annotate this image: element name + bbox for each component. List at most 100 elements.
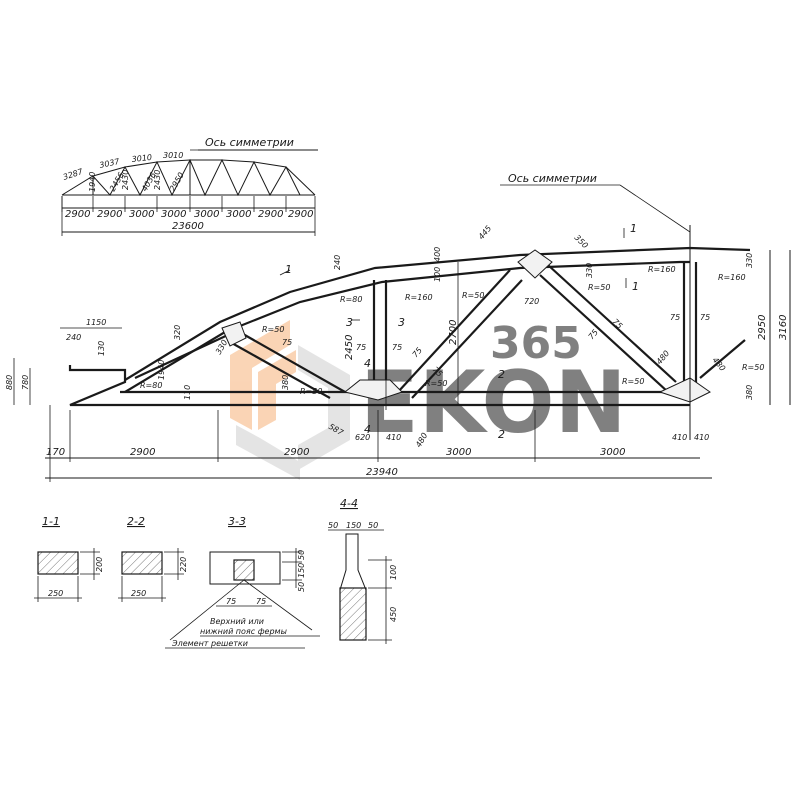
section-title: 3-3 xyxy=(228,515,246,528)
misc-dim: 1940 xyxy=(157,360,166,380)
scheme-top-dim: 3037 xyxy=(99,157,122,170)
misc-dim: 75 xyxy=(700,313,710,322)
misc-dim: 380 xyxy=(745,385,754,400)
scheme-top-dim: 3010 xyxy=(163,151,183,160)
truss-main: 1 3 3 4 4 2 2 1 1 Ось симметрии R=80 R=5… xyxy=(5,172,791,482)
radius-label: R=50 xyxy=(622,377,644,386)
section-1-1: 1-1 200 250 xyxy=(34,515,104,602)
scheme-bay-dim: 3000 xyxy=(161,209,186,220)
misc-dim: 720 xyxy=(524,297,539,306)
section-dim: 150 xyxy=(297,563,306,578)
section-dim: 50 xyxy=(328,521,338,530)
section-mark: 1 xyxy=(632,280,639,293)
scheme-inner-dim: 2950 xyxy=(168,171,186,193)
scheme-inner-dim: 2430 xyxy=(153,170,162,190)
section-mark: 4 xyxy=(364,357,371,370)
scheme-bay-dim: 2900 xyxy=(288,209,313,220)
section-dim: 50 xyxy=(297,582,306,592)
misc-dim: 445 xyxy=(477,224,494,241)
section-dim: 200 xyxy=(95,557,104,572)
misc-dim: 320 xyxy=(173,325,182,340)
misc-dim: 410 xyxy=(672,433,687,442)
bottom-dim: 3000 xyxy=(600,447,625,458)
section-title: 2-2 xyxy=(127,515,145,528)
scheme-inner-dim: 2430 xyxy=(121,170,130,190)
section-dim: 100 xyxy=(389,565,398,580)
scheme-bay-dim: 2900 xyxy=(97,209,122,220)
watermark-logo-icon xyxy=(230,320,350,480)
scheme-top-dim: 3010 xyxy=(131,153,152,164)
section-mark: 3 xyxy=(398,316,405,329)
section-dim: 450 xyxy=(389,607,398,622)
radius-label: R=160 xyxy=(718,273,746,282)
height-dim: 2950 xyxy=(757,315,768,340)
misc-dim: 75 xyxy=(282,338,292,347)
section-dim: 150 xyxy=(346,521,361,530)
misc-dim: 330 xyxy=(585,263,594,278)
section-mark: 1 xyxy=(285,263,292,276)
radius-label: R=50 xyxy=(425,379,447,388)
misc-dim: 330 xyxy=(745,253,754,268)
scheme-axis-label: Ось симметрии xyxy=(205,136,294,149)
scheme-bay-dim: 2900 xyxy=(258,209,283,220)
main-axis-label: Ось симметрии xyxy=(508,172,597,185)
radius-label: R=160 xyxy=(648,265,676,274)
radius-label: R=50 xyxy=(742,363,764,372)
height-dim: 2450 xyxy=(344,335,355,360)
misc-dim: 100 xyxy=(433,267,442,282)
watermark: EKON 365 xyxy=(230,318,627,480)
misc-dim: 75 xyxy=(670,313,680,322)
section-dim: 50 xyxy=(368,521,378,530)
section-2-2: 2-2 220 250 xyxy=(118,515,188,602)
section-marks: 1 3 3 4 4 2 2 1 1 xyxy=(279,222,639,441)
radius-label: R=50 xyxy=(262,325,284,334)
misc-dim: 350 xyxy=(573,233,590,250)
bottom-dim: 2900 xyxy=(284,447,309,458)
height-dim: 3160 xyxy=(778,315,789,340)
misc-dim: 75 xyxy=(356,343,366,352)
misc-dim: 480 xyxy=(655,349,672,366)
section-mark: 2 xyxy=(498,428,505,441)
misc-dim: 620 xyxy=(355,433,370,442)
scheme-top-dim: 3287 xyxy=(62,167,85,182)
scheme-bay-dim: 3000 xyxy=(226,209,251,220)
misc-dim: 75 xyxy=(392,343,402,352)
left-dim: 780 xyxy=(21,375,30,390)
section-3-3: 3-3 50 150 50 75 75 Верхний или нижний п… xyxy=(165,515,320,649)
section-title: 1-1 xyxy=(42,515,60,528)
radius-label: R=50 xyxy=(588,283,610,292)
section-mark: 4 xyxy=(364,423,371,436)
bottom-dim: 2900 xyxy=(130,447,155,458)
misc-dim: 410 xyxy=(386,433,401,442)
misc-dim: 410 xyxy=(694,433,709,442)
radius-label: R=50 xyxy=(462,291,484,300)
watermark-brand: EKON xyxy=(360,353,627,453)
section-mark: 3 xyxy=(346,316,353,329)
misc-dim: 400 xyxy=(433,247,442,262)
section-4-4: 4-4 50 150 50 100 450 xyxy=(328,497,398,644)
section-dim: 75 xyxy=(226,597,236,606)
section-dim: 250 xyxy=(131,589,146,598)
misc-dim: 240 xyxy=(333,255,342,270)
bottom-dim: 170 xyxy=(46,447,65,458)
bottom-dim: 3000 xyxy=(446,447,471,458)
section-note: Верхний или xyxy=(210,617,264,626)
section-note: нижний пояс фермы xyxy=(200,627,287,636)
scheme-total-dim: 23600 xyxy=(172,221,204,232)
section-title: 4-4 xyxy=(340,497,358,510)
truss-scheme: Ось симметрии 3287 3037 3010 3010 1940 2… xyxy=(61,136,318,236)
left-dim: 880 xyxy=(5,375,14,390)
misc-dim: 110 xyxy=(183,385,192,400)
left-dim: 240 xyxy=(66,333,81,342)
misc-dim: 75 xyxy=(587,328,600,342)
section-dim: 50 xyxy=(297,550,306,560)
total-length: 23940 xyxy=(366,467,398,478)
left-dim: 130 xyxy=(97,341,106,356)
radius-label: R=160 xyxy=(405,293,433,302)
misc-dim: 380 xyxy=(281,375,290,390)
section-dim: 250 xyxy=(48,589,63,598)
section-dim: 75 xyxy=(256,597,266,606)
watermark-number: 365 xyxy=(490,318,582,369)
section-note: Элемент решетки xyxy=(171,639,248,648)
